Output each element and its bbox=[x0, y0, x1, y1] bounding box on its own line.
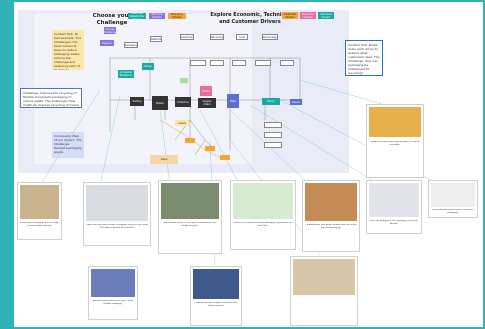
photo-caption: Crisps packet and wrapper. Metallised fi… bbox=[194, 302, 238, 307]
node-small-g[interactable] bbox=[264, 132, 282, 138]
choose-challenge-title: Choose your Challenge bbox=[92, 13, 132, 26]
node-labels[interactable]: Labels bbox=[175, 120, 189, 126]
packaging-photo bbox=[233, 183, 293, 219]
node-consumer-behaviour[interactable]: Consumer Behaviour bbox=[118, 70, 134, 78]
packaging-photo bbox=[369, 183, 419, 217]
packaging-photo bbox=[161, 183, 219, 219]
node-explore[interactable]: Explore bbox=[100, 40, 114, 46]
node-cost[interactable]: Cost bbox=[236, 34, 248, 40]
packaging-photo bbox=[305, 183, 357, 221]
photo-card[interactable]: Plastic film with food residue. Packagin… bbox=[83, 182, 151, 246]
node-waste[interactable]: Waste bbox=[200, 86, 212, 96]
packaging-photo bbox=[86, 185, 148, 221]
packaging-photo bbox=[193, 269, 239, 299]
tag-customer-drivers[interactable]: Customer Drivers bbox=[282, 12, 298, 19]
node-small-e[interactable] bbox=[280, 60, 294, 66]
photo-caption: Orange juice bottle with cap and label. … bbox=[369, 141, 421, 146]
node-customer[interactable]: Customer bbox=[180, 34, 194, 40]
node-small-h[interactable] bbox=[264, 142, 282, 148]
photo-card[interactable]: Cable and small plastic parts. Electroni… bbox=[428, 180, 478, 218]
photo-caption: Food tray wrapped in film. Packaging: Re… bbox=[369, 220, 419, 225]
node-materials[interactable]: Materials bbox=[150, 36, 162, 42]
node-orange-a[interactable] bbox=[185, 138, 195, 143]
node-small-c[interactable] bbox=[232, 60, 246, 66]
node-reuse[interactable]: Reuse bbox=[290, 99, 302, 105]
photo-caption: Plastic film with food residue. Packagin… bbox=[86, 224, 148, 229]
photo-card[interactable]: Assorted sweets packets in a pile. Mixed… bbox=[88, 266, 138, 320]
node-collection[interactable]: Collection bbox=[175, 97, 191, 107]
photo-card[interactable]: Cardboard box with plastic window and fi… bbox=[302, 180, 360, 252]
explore-drivers-title: Explore Economic, Technical and Customer… bbox=[210, 12, 290, 25]
challenge-note[interactable]: Challenge: Improve the recycling of flex… bbox=[20, 88, 82, 108]
photo-caption: Cable and small plastic parts. Electroni… bbox=[432, 209, 474, 214]
node-small-a[interactable] bbox=[190, 60, 206, 66]
photo-caption: Assorted sweets packets in a pile. Mixed… bbox=[92, 300, 134, 305]
photo-caption: Green lid container and mixed packaging.… bbox=[233, 222, 293, 227]
tag-technical[interactable]: Technical Drivers bbox=[149, 13, 165, 19]
packaging-photo bbox=[431, 183, 475, 207]
node-packaging[interactable]: Packaging bbox=[124, 42, 138, 48]
photo-card[interactable]: Crisps packet and wrapper. Metallised fi… bbox=[190, 266, 242, 326]
packaging-photo bbox=[91, 269, 135, 297]
context-note-right[interactable]: Context Hub: Break down each driver to e… bbox=[345, 40, 383, 76]
node-small-b[interactable] bbox=[210, 60, 224, 66]
node-value[interactable]: Value bbox=[150, 155, 178, 164]
node-policy[interactable]: Policy bbox=[262, 98, 280, 105]
node-supply-chain[interactable]: Supply Chain bbox=[198, 98, 216, 108]
tag-customer-choices[interactable]: Customer Stakeholder Choices bbox=[128, 13, 146, 19]
photo-card[interactable] bbox=[290, 256, 358, 326]
node-small-f[interactable] bbox=[264, 122, 282, 128]
node-technology[interactable]: Technology bbox=[262, 34, 278, 40]
photo-card[interactable]: Mixed snack packaging in a clear bag, co… bbox=[17, 182, 62, 240]
node-recycling[interactable]: Recycling bbox=[210, 34, 224, 40]
node-orange-b[interactable] bbox=[205, 146, 215, 151]
node-design[interactable]: Design bbox=[142, 63, 154, 70]
tag-economic[interactable]: Economic Drivers bbox=[168, 13, 186, 19]
photo-card[interactable]: Orange juice bottle with cap and label. … bbox=[366, 104, 424, 178]
node-plastic[interactable]: Plastic bbox=[152, 96, 168, 110]
photo-card[interactable]: Bag of salad leaves in clear bag. Flexib… bbox=[158, 180, 222, 254]
packaging-photo bbox=[20, 185, 59, 219]
packaging-photo bbox=[369, 107, 421, 137]
node-data[interactable]: Data bbox=[227, 94, 239, 108]
photo-card[interactable]: Green lid container and mixed packaging.… bbox=[230, 180, 296, 250]
context-note-top[interactable]: Context Hub: Hi test example. The Challe… bbox=[52, 30, 84, 70]
node-choose-challenge[interactable]: Choose Challenge bbox=[104, 27, 116, 34]
node-sorting[interactable]: Sorting bbox=[130, 97, 144, 106]
node-small-green[interactable] bbox=[180, 78, 188, 83]
node-small-d[interactable] bbox=[255, 60, 271, 66]
conclusion-note[interactable]: Conclusion: Map of our drivers. The Chal… bbox=[52, 132, 84, 158]
photo-caption: Mixed snack packaging in a clear bag, co… bbox=[20, 222, 59, 227]
photo-caption: Bag of salad leaves in clear bag. Flexib… bbox=[163, 222, 217, 227]
tag-technical-drivers[interactable]: Technical Drivers bbox=[318, 12, 334, 19]
photo-card[interactable]: Food tray wrapped in film. Packaging: Re… bbox=[366, 180, 422, 234]
node-orange-c[interactable] bbox=[220, 155, 230, 160]
packaging-photo bbox=[293, 259, 355, 295]
tag-economic-drivers[interactable]: Economic Drivers bbox=[300, 12, 316, 19]
photo-caption: Cardboard box with plastic window and fi… bbox=[305, 224, 357, 229]
